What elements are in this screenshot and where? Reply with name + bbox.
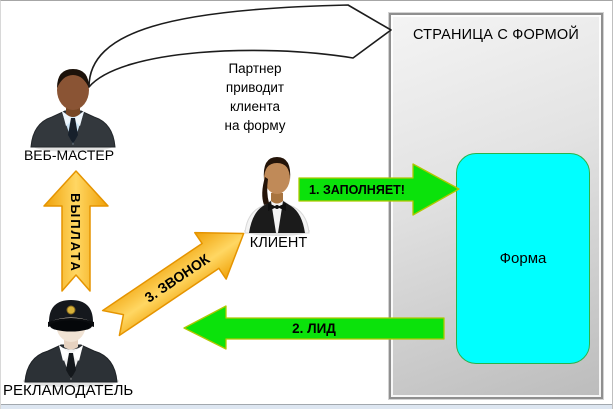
lead-arrow-label: 2. ЛИД [292, 321, 336, 336]
form-label: Форма [499, 250, 547, 267]
form-box[interactable]: Форма [456, 153, 590, 364]
partner-note-line: приводит [225, 80, 285, 95]
client-icon [239, 149, 315, 237]
client-bust [244, 157, 310, 236]
advertiser-icon [11, 295, 131, 387]
partner-note-line: на форму [224, 118, 286, 133]
webmaster-label: ВЕБ-МАСТЕР [23, 147, 115, 163]
webmaster-bust [30, 69, 116, 152]
fills-arrow-label: 1. ЗАПОЛНЯЕТ! [309, 182, 405, 197]
bottom-border [1, 404, 612, 409]
client-label: КЛИЕНТ [249, 235, 308, 251]
call-arrow-label: 3. ЗВОНОК [141, 250, 213, 306]
advertiser-bust [23, 300, 119, 387]
partner-note: Партнер приводит клиента на форму [199, 59, 311, 135]
partner-note-line: клиента [230, 99, 280, 114]
partner-note-line: Партнер [228, 61, 282, 76]
payout-arrow-label: ВЫПЛАТА [68, 193, 84, 273]
panel-title: СТРАНИЦА С ФОРМОЙ [412, 27, 580, 43]
webmaster-icon [25, 63, 121, 153]
advertiser-label: РЕКЛАМОДАТЕЛЬ [3, 382, 134, 399]
